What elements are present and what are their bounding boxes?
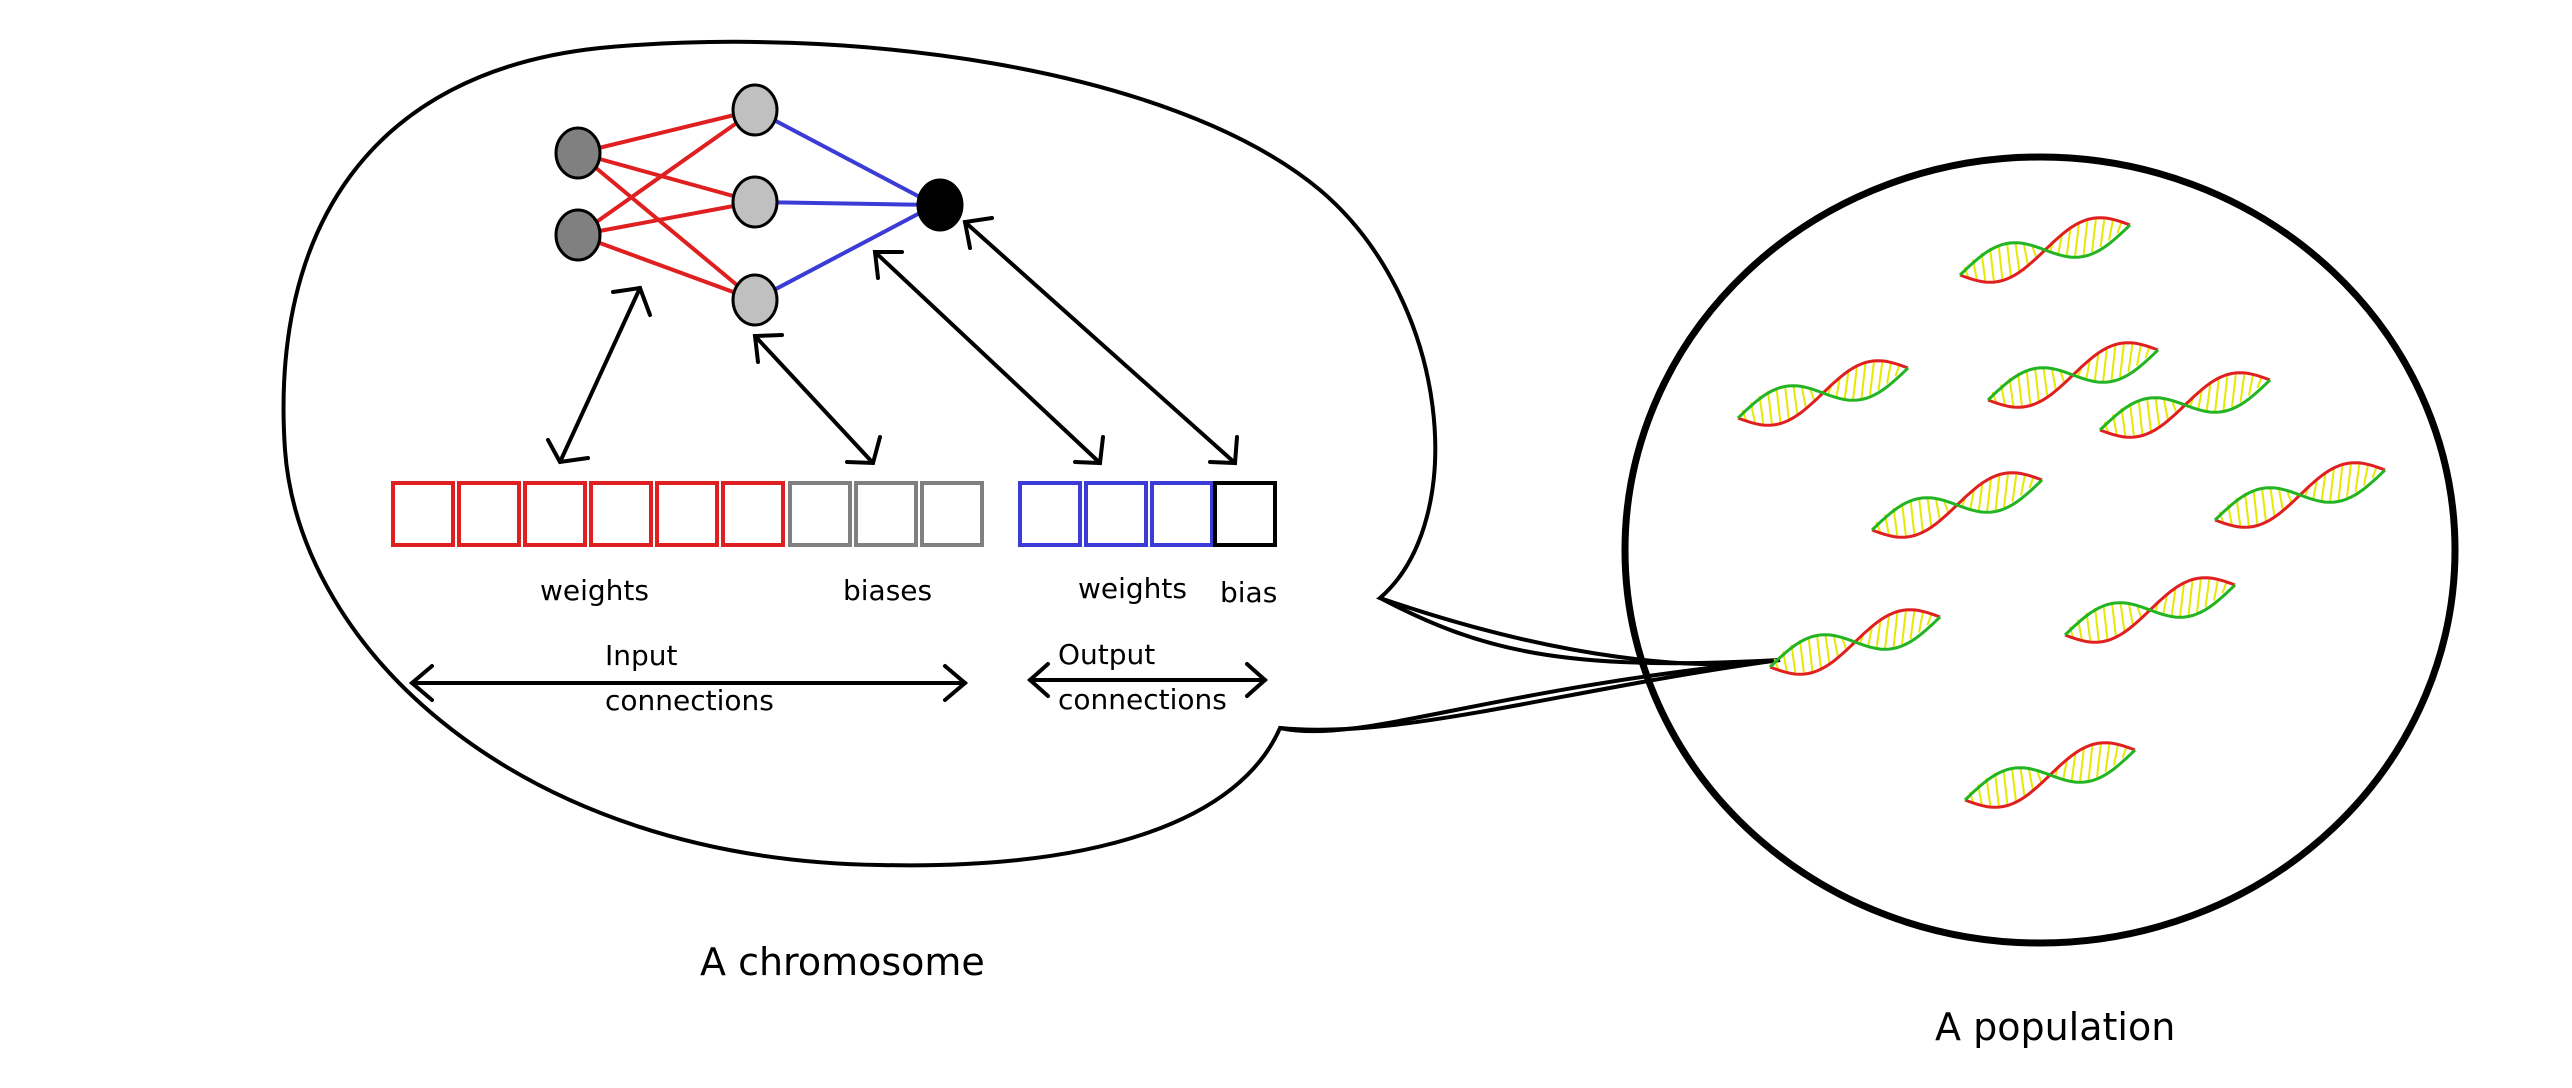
gene-input-weights [457, 481, 521, 547]
hidden-neuron [731, 273, 779, 327]
biases-label: biases [843, 574, 932, 607]
gene-input-weights [391, 481, 455, 547]
dna-helix [1870, 471, 2044, 539]
hidden-neuron [731, 83, 779, 137]
output-connections-label-line2: connections [1058, 683, 1227, 716]
gene-input-biases [920, 481, 984, 547]
gene-output-weights [1150, 481, 1214, 547]
input-connections-label-line1: Input [605, 639, 678, 672]
gene-input-weights [721, 481, 785, 547]
gene-input-biases [788, 481, 852, 547]
population-caption: A population [1935, 1005, 2175, 1049]
neural-network [554, 83, 964, 327]
output-connections-label-line1: Output [1058, 638, 1155, 671]
arrow-input-weights [546, 285, 652, 465]
output-connections-range [1026, 662, 1269, 698]
output-connections [754, 108, 936, 302]
gene-output-weights [1018, 481, 1082, 547]
dna-helix [1768, 608, 1942, 676]
dna-helix [1963, 741, 2137, 809]
input-weights-label: weights [540, 574, 649, 607]
arrow-output-weights [872, 250, 1105, 466]
mapping-arrows [546, 216, 1239, 466]
gene-input-weights [655, 481, 719, 547]
dna-helix [2063, 576, 2237, 644]
input-neuron [554, 208, 602, 262]
gene-input-biases [854, 481, 918, 547]
input-connections-range [408, 664, 969, 702]
gene-output-weights [1084, 481, 1148, 547]
hidden-neuron [731, 175, 779, 229]
dna-helix [1958, 216, 2132, 284]
arrow-biases [752, 333, 882, 466]
gene-output-bias [1213, 481, 1277, 547]
gene-sequence [391, 481, 1277, 547]
output-neuron [916, 178, 964, 232]
chromosome-caption: A chromosome [700, 940, 985, 984]
dna-helix [1736, 359, 1910, 427]
population-individuals [1736, 216, 2387, 809]
input-connections-label-line2: connections [605, 684, 774, 717]
dna-helix [2213, 461, 2387, 529]
population-circle [1621, 153, 2459, 947]
arrow-output-bias [962, 216, 1239, 466]
input-neuron [554, 126, 602, 180]
chromosome-bubble-outline [281, 39, 1781, 868]
bias-label: bias [1220, 576, 1277, 609]
dna-helix [1986, 341, 2160, 409]
input-connections [576, 108, 757, 302]
gene-input-weights [523, 481, 587, 547]
output-weights-label: weights [1078, 572, 1187, 605]
chromosome-bubble [281, 39, 1781, 868]
gene-input-weights [589, 481, 653, 547]
dna-helix [2098, 371, 2272, 439]
